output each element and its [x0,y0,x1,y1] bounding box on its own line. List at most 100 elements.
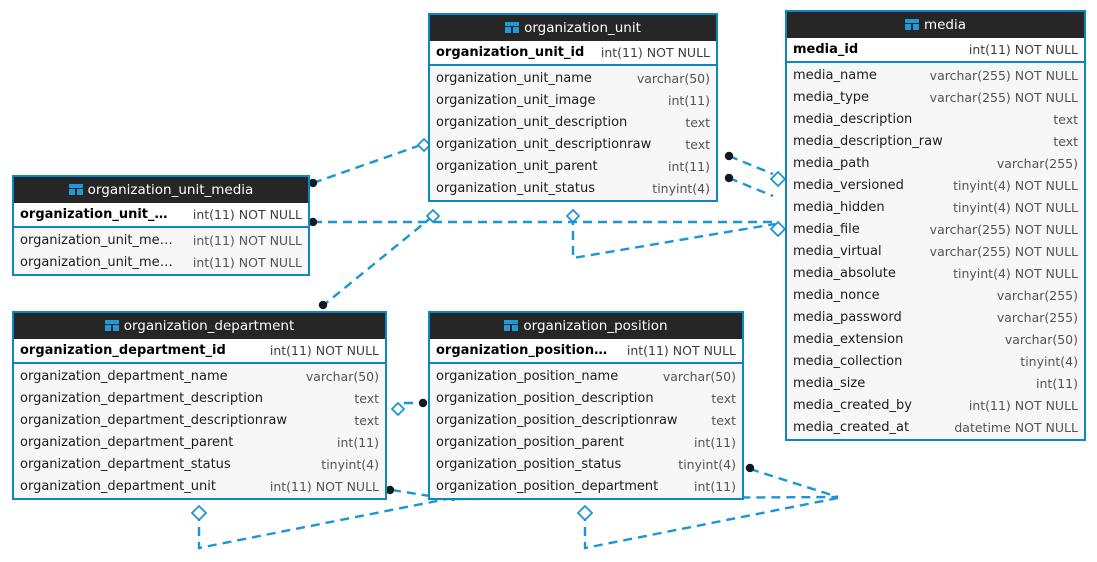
field-type: varchar(255) NOT NULL [929,243,1078,259]
field-type: tinyint(4) [321,456,379,472]
endpoint-diamond [565,208,581,224]
field-name: organization_department_parent [20,434,234,450]
endpoint-diamond [576,504,594,522]
field-type: int(11) [694,478,736,494]
field-row[interactable]: organization_unit_status tinyint(4) [430,177,716,199]
field-row[interactable]: organization_position_parent int(11) [430,431,742,453]
field-type: int(11) NOT NULL [192,207,302,222]
field-name: organization_unit_descriptionraw [436,136,652,152]
field-name: media_description_raw [793,133,943,149]
field-name: media_name [793,67,877,83]
field-type: varchar(255) NOT NULL [929,221,1078,237]
field-name: organization_unit_status [436,180,595,196]
field-type: varchar(50) [636,70,710,86]
field-name: media_absolute [793,265,896,281]
field-type: tinyint(4) [1020,353,1078,369]
endpoint-diamond [190,504,208,522]
endpoint-dots [308,151,755,495]
field-row[interactable]: media_virtual varchar(255) NOT NULL [787,240,1084,262]
field-type: tinyint(4) [652,180,710,196]
field-row[interactable]: organization_unit_image int(11) [430,89,716,111]
endpoint-diamond [769,170,787,188]
field-type: varchar(255) [996,287,1078,303]
field-type: tinyint(4) [678,456,736,472]
entity-table-title: organization_unit [524,20,641,36]
field-name: media_extension [793,331,904,347]
entity-table-header[interactable]: organization_department [14,313,385,339]
field-type: text [711,412,736,428]
link-unit-to-department [324,215,434,305]
entity-table-header[interactable]: organization_unit_media [14,177,308,203]
field-row[interactable]: organization_unit_media_srcint(11) NOT N… [14,229,308,251]
entity-table-header[interactable]: organization_unit [430,15,716,41]
field-name: organization_unit_image [436,92,596,108]
field-type: tinyint(4) NOT NULL [953,199,1078,215]
field-type: int(11) [668,92,710,108]
field-name: media_virtual [793,243,882,259]
table-icon [904,19,919,30]
field-row[interactable]: organization_unit_media_dstint(11) NOT N… [14,251,308,273]
field-name: organization_department_id [20,343,226,358]
field-name: organization_position_parent [436,434,624,450]
endpoint-diamonds [190,137,787,522]
field-type: int(11) NOT NULL [626,343,736,358]
field-name: organization_position_descriptionraw [436,412,678,428]
field-type: text [354,390,379,406]
entity-table-header[interactable]: organization_position [430,313,742,339]
field-type: int(11) NOT NULL [968,397,1078,413]
endpoint-dot [724,173,734,183]
entity-table-header[interactable]: media [787,12,1084,38]
field-name: organization_unit_id [436,45,585,60]
endpoint-dot [385,485,395,495]
field-row[interactable]: organization_position_descriptionraw text [430,409,742,431]
endpoint-dot [745,463,755,473]
field-type: int(11) [694,434,736,450]
endpoint-diamond [769,220,787,238]
field-type: varchar(50) [662,368,736,384]
